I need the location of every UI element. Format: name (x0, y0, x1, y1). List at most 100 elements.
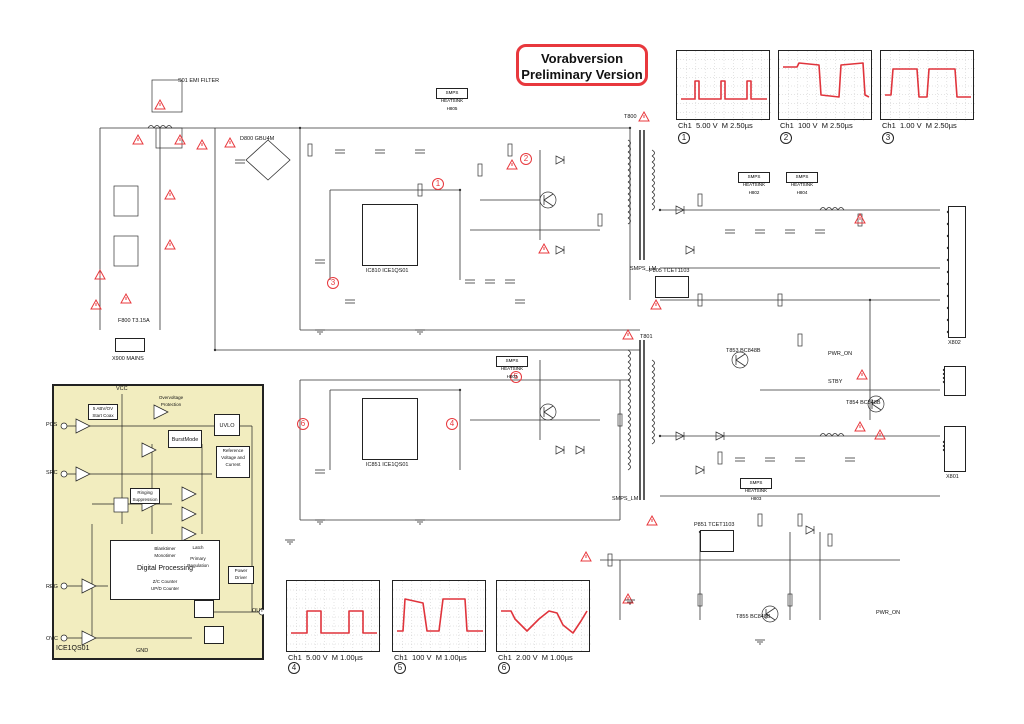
ice1qs01-block-diagram: VCC GND ICE1QS01 PCS SRC REG OVC OUT 5 A… (46, 384, 264, 660)
scope-4-trace (287, 581, 381, 653)
heatsink-h803-b: SMPS HEATSINK H803 (740, 478, 772, 501)
transistor-t853-label: T853 BC848B (726, 348, 761, 354)
ic810-label: IC810 ICE1QS01 (366, 268, 409, 274)
scope-1-caption: Ch1 5.00 V M 2.50µs (678, 121, 753, 130)
badge-line-1: Vorabversion (540, 51, 624, 66)
ic851-label: IC851 ICE1QS01 (366, 462, 409, 468)
smps-lm-label-1: SMPS_LM (630, 266, 657, 272)
measure-point-2: 2 (520, 153, 532, 165)
scope-6-volts: 2.00 V (515, 653, 538, 662)
heatsink-h802-label: SMPS HEATSINK H802 (742, 174, 766, 195)
scope-6-trace (497, 581, 591, 653)
optocoupler-p805 (655, 276, 689, 298)
scope-2-trace (779, 51, 873, 121)
ic-digital-sub4: UP/D Counter (150, 586, 179, 591)
ic-digital-sub1: Blanktimer (154, 546, 176, 551)
connector-x801-label: X801 (946, 474, 959, 480)
ic-power-driver-text: Power Driver (234, 568, 248, 580)
scope-5-caption: Ch1 100 V M 1.00µs (394, 653, 467, 662)
ic-reference-text: Reference Voltage and Current (221, 448, 245, 467)
scope-2-index: 2 (780, 132, 792, 144)
scope-4-index: 4 (288, 662, 300, 674)
ic-pin-pcs: PCS (46, 422, 58, 428)
scope-2-channel: Ch1 (780, 121, 794, 130)
ic-digital-sub2: Monotimer (154, 553, 176, 558)
scope-5 (392, 580, 487, 653)
fuse-label: F800 T3.15A (118, 318, 150, 324)
optocoupler-p851-label: P851 TCET1103 (694, 522, 735, 528)
scope-6 (496, 580, 591, 653)
scope-3-index: 3 (882, 132, 894, 144)
emi-filter-label: S01 EMI FILTER (178, 78, 220, 84)
heatsink-h804: SMPS HEATSINK H804 (786, 172, 818, 195)
ic-reference-block: Reference Voltage and Current (216, 446, 250, 478)
ic-gnd-label: GND (136, 648, 149, 654)
ic-burstmode-block: BurstMode (168, 430, 202, 448)
scope-6-index: 6 (498, 662, 510, 674)
scope-4-volts: 5.00 V (305, 653, 328, 662)
scope-3 (880, 50, 975, 121)
scope-5-volts: 100 V (411, 653, 432, 662)
ic-uvlo-block: UVLO (214, 414, 240, 436)
measure-point-6: 6 (297, 418, 309, 430)
scope-4 (286, 580, 381, 653)
scope-4-time: M 1.00µs (331, 653, 363, 662)
ic-latch-block: Latch Primary Regulation (180, 544, 216, 572)
transformer-t801-label: T801 (640, 334, 653, 340)
preliminary-version-badge: Vorabversion Preliminary Version (516, 44, 648, 86)
ic-overvoltage-block: Overvoltage Protection (150, 394, 192, 408)
heatsink-h805-label: SMPS HEATSINK H805 (440, 90, 464, 111)
heatsink-h803-b-label: SMPS HEATSINK H803 (744, 480, 768, 501)
scope-1 (676, 50, 771, 121)
ic-power-driver-block: Power Driver (228, 566, 254, 584)
ic-digital-title: Digital Processing (136, 565, 194, 572)
ic-pin-out: OUT (252, 608, 264, 614)
heatsink-h805: SMPS HEATSINK H805 (436, 88, 468, 111)
scope-6-caption: Ch1 2.00 V M 1.00µs (498, 653, 573, 662)
ic-digital-sub3: Z/C Counter (152, 579, 178, 584)
ic-ringing-block: Ringing Suppression (130, 488, 160, 504)
ic-primary-text: Primary Regulation (187, 556, 209, 568)
scope-1-trace (677, 51, 771, 121)
heatsink-h803-a: SMPS HEATSINK H803 (496, 356, 528, 379)
scope-3-channel: Ch1 (882, 121, 896, 130)
mains-connector (115, 338, 145, 352)
scope-2-caption: Ch1 100 V M 2.50µs (780, 121, 853, 130)
transistor-t854-label: T854 BC848B (846, 400, 881, 406)
measure-point-4: 4 (446, 418, 458, 430)
badge-line-2: Preliminary Version (521, 67, 643, 82)
measure-point-5: 5 (510, 371, 522, 383)
ic-block-wiring (60, 394, 264, 646)
ic-pin-reg: REG (46, 584, 58, 590)
heatsink-h802: SMPS HEATSINK H802 (738, 172, 770, 195)
ic-startup-text: 5 ABV/OV Start Coax (92, 406, 114, 418)
transformer-t800-label: T800 (624, 114, 637, 120)
heatsink-h803-a-label: SMPS HEATSINK H803 (500, 358, 524, 379)
pwr-on-net-label-2: PWR_ON (876, 610, 901, 616)
measure-point-1: 1 (432, 178, 444, 190)
scope-5-trace (393, 581, 487, 653)
scope-4-caption: Ch1 5.00 V M 1.00µs (288, 653, 363, 662)
measure-point-3: 3 (327, 277, 339, 289)
ic-title: ICE1QS01 (56, 645, 90, 652)
pwr-on-net-label-1: PWR_ON (828, 351, 853, 357)
scope-6-time: M 1.00µs (541, 653, 573, 662)
ic-ringing-text: Ringing Suppression (132, 490, 158, 502)
ic-vcc-label: VCC (116, 386, 128, 392)
ic810-chip (362, 204, 418, 266)
connector-x802 (948, 206, 966, 338)
scope-3-volts: 1.00 V (899, 121, 922, 130)
scope-1-volts: 5.00 V (695, 121, 718, 130)
heatsink-h804-label: SMPS HEATSINK H804 (790, 174, 814, 195)
connector-x802-label: X802 (948, 340, 961, 346)
scope-5-time: M 1.00µs (435, 653, 467, 662)
ic-overvoltage-text: Overvoltage Protection (158, 395, 184, 407)
scope-3-caption: Ch1 1.00 V M 2.50µs (882, 121, 957, 130)
scope-2 (778, 50, 873, 121)
ic-pin-src: SRC (46, 470, 58, 476)
ic851-chip (362, 398, 418, 460)
bridge-rectifier-label: D800 GBU4M (240, 136, 275, 142)
ic-pin-ovc: OVC (46, 636, 58, 642)
